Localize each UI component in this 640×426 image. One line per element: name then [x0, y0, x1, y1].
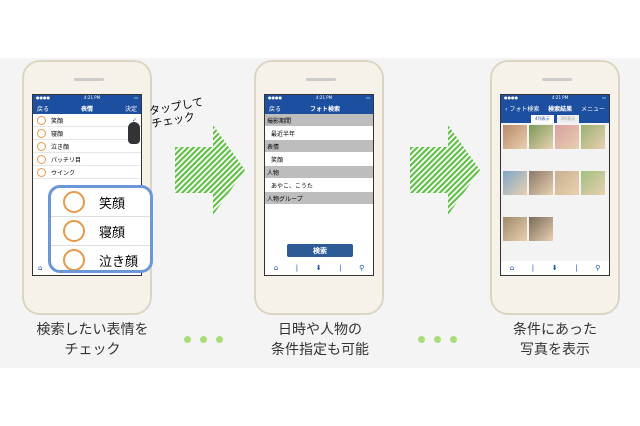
face-icon — [63, 191, 85, 213]
expression-item[interactable]: パッチリ目 — [33, 153, 141, 166]
back-button[interactable]: 戻る — [37, 105, 50, 113]
search-icon[interactable]: ⚲ — [595, 264, 601, 272]
back-button[interactable]: ‹ フォト検索 — [505, 105, 540, 113]
face-icon — [37, 141, 46, 151]
face-icon — [37, 128, 46, 138]
home-icon[interactable]: ⌂ — [273, 264, 279, 272]
home-icon[interactable]: ⌂ — [509, 264, 515, 272]
menu-button[interactable]: メニュー — [580, 105, 605, 113]
status-time: 4:21 PM — [84, 95, 101, 100]
home-icon[interactable]: ⌂ — [38, 264, 43, 272]
dots — [184, 336, 223, 343]
face-icon — [37, 167, 46, 177]
section-value[interactable]: 最近半年 — [271, 130, 296, 138]
face-icon — [37, 154, 46, 164]
inbox-icon[interactable]: ⬇ — [551, 264, 558, 272]
expression-item[interactable]: 寝顔 — [33, 127, 141, 140]
face-icon — [63, 249, 85, 270]
section-header: 撮影期間 — [265, 114, 373, 126]
photo-thumbnail[interactable] — [581, 125, 605, 149]
photo-thumbnail[interactable] — [529, 171, 553, 195]
photo-thumbnail[interactable] — [581, 171, 605, 195]
face-icon — [63, 220, 85, 242]
photo-thumbnail[interactable] — [503, 171, 527, 195]
tap-hand-icon — [128, 122, 140, 144]
bubble-item: 泣き顔 — [51, 246, 150, 270]
status-time: 4:21 PM — [552, 95, 569, 100]
tab-3col[interactable]: 3列表示 — [556, 115, 580, 123]
section-header: 表情 — [265, 140, 373, 152]
photo-thumbnail[interactable] — [555, 171, 579, 195]
expression-item[interactable]: 泣き顔 — [33, 140, 141, 153]
bubble-item: 笑顔 — [51, 188, 150, 217]
check-icon: ✓ — [131, 116, 137, 124]
dots — [418, 336, 457, 343]
zoom-bubble: 笑顔寝顔泣き顔 — [48, 185, 153, 273]
photo-thumbnail[interactable] — [529, 217, 553, 241]
expression-item[interactable]: 笑顔✓ — [33, 114, 141, 127]
caption-2: 日時や人物の 条件指定も可能 — [271, 322, 369, 358]
photo-thumbnail[interactable] — [555, 125, 579, 149]
nav-title: 検索結果 — [548, 105, 573, 113]
search-icon[interactable]: ⚲ — [359, 264, 365, 272]
section-value[interactable]: 笑顔 — [271, 156, 284, 164]
arrow-icon — [410, 125, 480, 215]
done-button[interactable]: 決定 — [124, 105, 137, 113]
phone-results: ●●●●4:21 PM▭ ‹ フォト検索検索結果メニュー 4列表示 3列表示 ⌂… — [490, 60, 620, 315]
status-time: 4:21 PM — [316, 95, 333, 100]
section-header: 人物グループ — [265, 192, 373, 204]
phone-search: ●●●●4:21 PM▭ 戻るフォト検索 撮影期間最近半年表情笑顔人物あやこ、こ… — [254, 60, 384, 315]
bubble-item: 寝顔 — [51, 217, 150, 246]
face-icon — [37, 115, 46, 125]
inbox-icon[interactable]: ⬇ — [315, 264, 322, 272]
expression-item[interactable]: ウインク — [33, 166, 141, 179]
photo-thumbnail[interactable] — [503, 125, 527, 149]
photo-thumbnail[interactable] — [503, 217, 527, 241]
section-header: 人物 — [265, 166, 373, 178]
search-button[interactable]: 検索 — [287, 244, 353, 257]
arrow-icon — [175, 125, 245, 215]
section-value[interactable]: あやこ、こうた — [271, 182, 313, 190]
photo-thumbnail[interactable] — [529, 125, 553, 149]
tab-4col[interactable]: 4列表示 — [530, 115, 554, 123]
back-button[interactable]: 戻る — [269, 105, 282, 113]
nav-title: フォト検索 — [310, 105, 341, 113]
caption-1: 検索したい表情を チェック — [36, 322, 149, 358]
caption-3: 条件にあった 写真を表示 — [513, 322, 597, 358]
nav-title: 表情 — [80, 105, 93, 113]
